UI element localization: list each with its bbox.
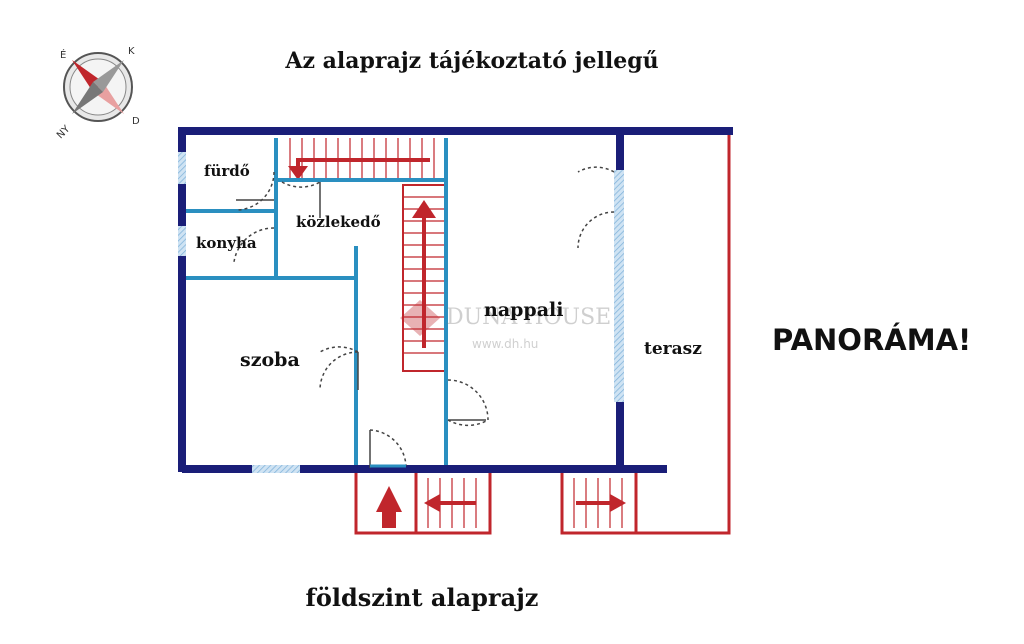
room-label-corridor: közlekedő	[296, 213, 381, 231]
room-label-bedroom: szoba	[240, 349, 300, 371]
window-bathroom	[178, 152, 186, 184]
panorama-callout: PANORÁMA!	[772, 323, 972, 357]
watermark: DUNA HOUSE www.dh.hu	[400, 300, 611, 351]
door-leaves	[236, 182, 486, 468]
window-living-room	[614, 170, 624, 402]
room-label-bathroom: fürdő	[204, 162, 250, 180]
window-bedroom	[252, 465, 300, 473]
room-label-kitchen: konyha	[196, 234, 257, 252]
door-swings	[233, 166, 615, 467]
room-label-living-room: nappali	[484, 299, 563, 321]
windows	[178, 152, 624, 473]
plan-notice: Az alaprajz tájékoztató jellegű	[285, 48, 659, 74]
window-kitchen	[178, 226, 186, 256]
compass-south-label: D	[132, 116, 140, 127]
watermark-url: www.dh.hu	[472, 337, 538, 351]
stair-arrows	[288, 158, 626, 528]
compass-icon: É K D NY	[55, 46, 140, 141]
outer-walls	[178, 127, 733, 473]
floor-title: földszint alaprajz	[305, 583, 539, 612]
compass-north-label: É	[60, 48, 66, 61]
watermark-brand: DUNA HOUSE	[446, 305, 611, 330]
room-label-terrace: terasz	[644, 339, 702, 359]
compass-east-label: K	[128, 46, 135, 57]
compass-west-label: NY	[55, 123, 73, 141]
